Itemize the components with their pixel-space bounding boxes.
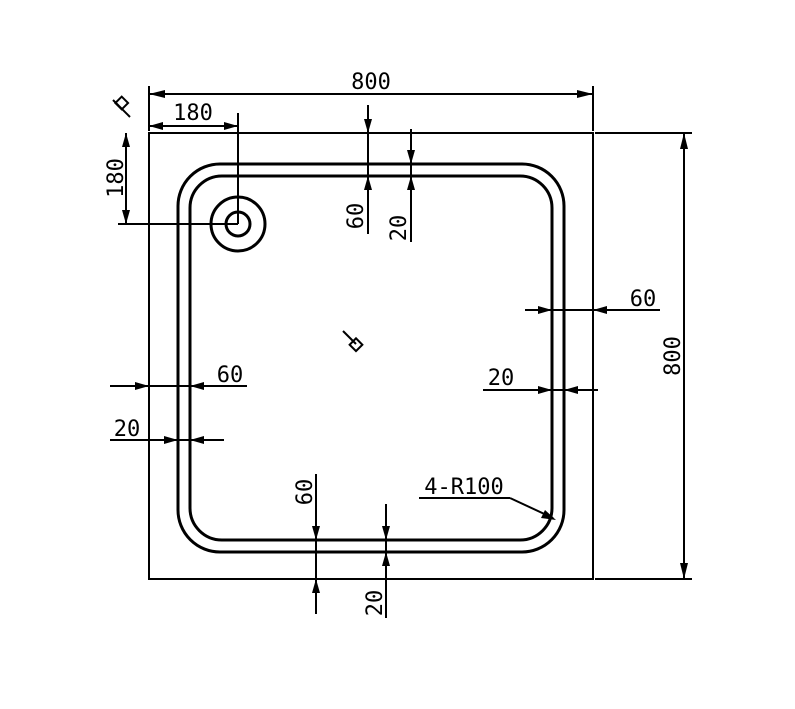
dim-left-rim-20: 20 [110,417,224,444]
valve-symbol-icon [112,95,131,118]
dim-bottom-rim-20: 20 [363,504,390,618]
dim-bottom-rim-60: 60 [293,474,320,614]
dim-left-rim-60-label: 60 [217,363,244,388]
tray-outline [148,132,594,580]
dim-overall-width: 800 [148,70,594,131]
dim-right-rim-20: 20 [483,366,598,394]
dim-left-rim-20-label: 20 [114,417,141,442]
dim-hole-offset-x: 180 [149,101,239,224]
dim-top-rim-20: 20 [387,129,415,242]
dim-corner-radius: 4-R100 [419,475,556,520]
dim-hole-offset-x-label: 180 [173,101,213,126]
dim-hole-offset-y-label: 180 [104,158,129,198]
dim-right-rim-20-label: 20 [488,366,515,391]
dim-bottom-rim-20-label: 20 [363,590,388,617]
dim-top-rim-60-label: 60 [344,203,369,230]
dim-corner-radius-label: 4-R100 [424,475,503,500]
dim-bottom-rim-60-label: 60 [293,479,318,506]
dim-top-rim-20-label: 20 [387,215,412,242]
dim-left-rim-60: 60 [110,363,247,390]
dim-right-rim-60-label: 60 [630,287,657,312]
tray-rim [176,162,566,554]
tray-basin [188,174,554,542]
dim-top-rim-60: 60 [344,105,372,234]
dim-overall-width-label: 800 [351,70,391,95]
dim-right-rim-60: 60 [525,287,660,314]
drain-symbol-icon [342,330,364,353]
dim-overall-height-label: 800 [661,336,686,376]
dim-overall-height: 800 [595,132,692,580]
dim-hole-offset-y: 180 [104,133,238,225]
